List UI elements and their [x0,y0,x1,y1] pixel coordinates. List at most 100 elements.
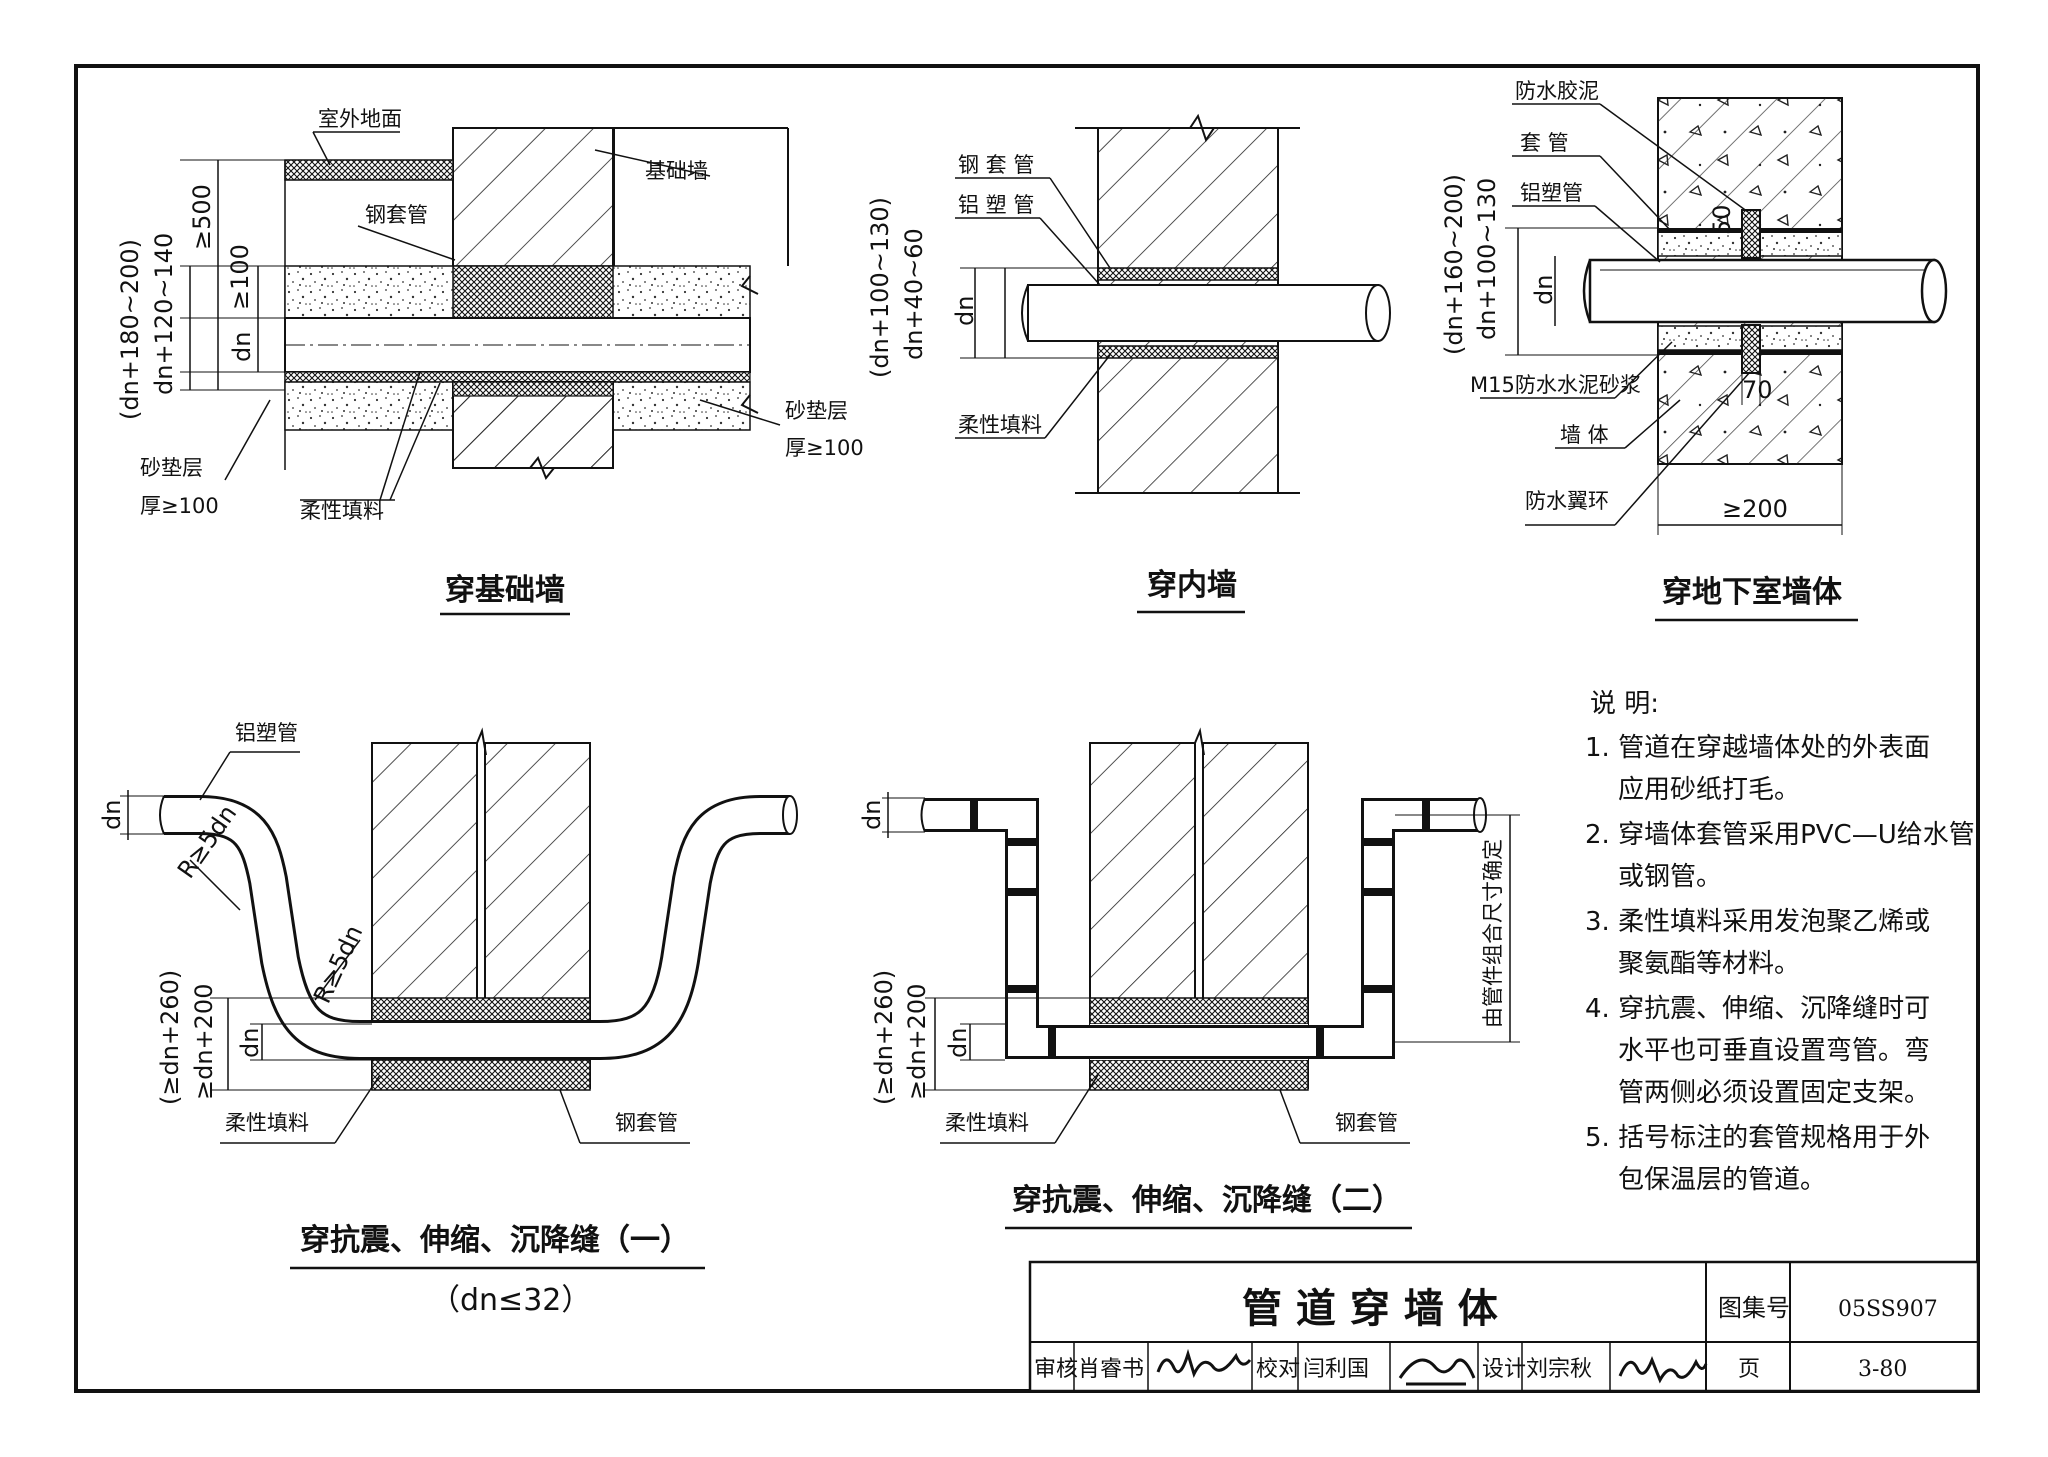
fitting-joint [1316,1028,1324,1056]
fitting-joint [1008,985,1036,993]
dim-50: 50 [1708,204,1736,235]
note-line: 水平也可垂直设置弯管。弯 [1585,1036,1930,1066]
waterproof-ring-top [1741,209,1761,259]
note-line: 3. 柔性填料采用发泡聚乙烯或 [1585,907,1930,937]
checker-name: 闫利国 [1303,1357,1369,1382]
break-line [529,456,555,480]
dim-dn: dn [944,1028,972,1058]
drawing-title: 管 道 穿 墙 体 [1242,1286,1498,1332]
label-sleeve: 套 管 [1520,131,1569,155]
notes-block: 说 明: 1. 管道在穿越墙体处的外表面 应用砂纸打毛。 2. 穿墙体套管采用P… [1585,689,1975,1195]
check-label: 校对 [1256,1357,1300,1382]
sleeve-top [371,997,591,1025]
leader [357,225,456,261]
dim-outer: (dn+100~130) [866,197,894,378]
dim-ge100: ≥100 [226,244,254,310]
label-thickness-left: 厚≥100 [140,494,219,518]
break-line [476,727,487,756]
label-waterproof-mastic: 防水胶泥 [1515,79,1599,103]
waterproof-ring-bottom [1741,324,1761,374]
reviewer-signature [1156,1348,1252,1379]
leader [314,939,361,1001]
leader [1624,399,1681,449]
dim-inner: ≥dn+200 [903,984,931,1100]
label-flexible-filler: 柔性填料 [945,1111,1029,1135]
dim-dn: dn [951,296,979,326]
dim-inner: dn+100~130 [1473,178,1501,340]
pipe-end-left [159,795,165,835]
label-fitting-note: 由管件组合尺寸确定 [1481,839,1505,1028]
dim-inner: dn+40~60 [900,228,928,360]
view-interior-wall: (dn+100~130) dn+40~60 dn 钢 套 管 铝 塑 管 柔性填… [866,113,1391,614]
fitting-joint [1008,888,1036,896]
leader [199,751,231,801]
note-line: 1. 管道在穿越墙体处的外表面 [1585,733,1930,763]
label-wall: 墙 体 [1560,423,1609,447]
dim-dn-top: dn [858,800,886,830]
dim-dn: dn [228,332,256,362]
label-al-plastic-pipe: 铝 塑 管 [958,193,1034,217]
label-outdoor-ground: 室外地面 [318,107,402,131]
label-waterproof-ring: 防水翼环 [1525,489,1609,513]
leader [224,399,271,481]
bent-pipe-inner [164,798,790,1057]
label-foundation-wall: 基础墙 [645,159,708,183]
view-foundation-wall: ≥500 ≥100 dn (dn+180~200) dn+120~140 室外地… [116,107,864,616]
leader [334,1074,381,1144]
leader [1049,177,1111,269]
label-steel-sleeve: 钢套管 [615,1111,678,1135]
leader [699,399,781,426]
label-m15-mortar: M15防水水泥砂浆 [1470,373,1641,397]
label-sand-bed-right: 砂垫层 [785,399,848,423]
pipe-end [1920,258,1948,324]
sleeve-top [1089,997,1309,1025]
pipe-end-left [920,797,926,833]
atlas-number: 05SS907 [1838,1297,1938,1322]
dim-70: 70 [1742,376,1773,404]
title-block: 管 道 穿 墙 体 图集号 05SS907 审核 肖睿书 校对 闫利国 设计 刘… [1028,1260,1980,1393]
dim-outer: (≥dn+260) [156,970,184,1105]
notes-heading: 说 明: [1590,689,1659,719]
leader [1039,217,1101,286]
page-label: 页 [1738,1357,1760,1382]
dim-inner: dn+120~140 [150,233,178,395]
fitting-joint [1364,888,1392,896]
sleeve-bottom [371,1059,591,1091]
fitting-joint [1364,985,1392,993]
leader [1599,103,1749,213]
break-line [1075,113,1300,143]
checker-signature [1398,1358,1476,1386]
pipe-end-left [1021,284,1029,342]
note-line: 聚氨酯等材料。 [1585,949,1800,979]
view-basement-wall: (dn+160~200) dn+100~130 dn 50 70 ≥200 防水… [1440,79,1948,622]
sheet-border [74,64,1980,1393]
dim-ge500: ≥500 [188,184,216,250]
label-flexible-filler: 柔性填料 [958,413,1042,437]
label-al-plastic-pipe: 铝塑管 [235,721,298,745]
fitting-joint [1008,838,1036,846]
designer-signature [1618,1355,1708,1384]
outdoor-soil [284,159,454,181]
fitting-joint [970,801,978,829]
label-flexible-filler: 柔性填料 [300,499,384,523]
view-title-interior-wall: 穿内墙 [1147,568,1237,603]
label-steel-sleeve: 钢套管 [1335,1111,1398,1135]
leader [1044,354,1111,439]
view-subtitle-seismic-joint-1: （dn≤32） [430,1283,591,1318]
note-line: 管两侧必须设置固定支架。 [1585,1078,1930,1108]
view-seismic-joint-2: dn 由管件组合尺寸确定 (≥dn+260) ≥dn+200 dn 柔性填料 钢… [858,727,1520,1230]
leader [559,1089,581,1144]
dim-ge200: ≥200 [1722,495,1788,523]
design-label: 设计 [1482,1357,1526,1382]
pipe-end-left [1582,259,1592,323]
designer-name: 刘宗秋 [1526,1357,1592,1382]
sleeve-bottom [1089,1059,1309,1091]
view-title-seismic-joint-1: 穿抗震、伸缩、沉降缝（一） [300,1223,690,1258]
note-line: 4. 穿抗震、伸缩、沉降缝时可 [1585,994,1930,1024]
sleeve-lower-in-wall [452,381,614,397]
label-al-plastic-pipe: 铝塑管 [1520,181,1583,205]
steel-sleeve-upper [452,265,614,319]
view-title-foundation-wall: 穿基础墙 [445,573,565,608]
steel-sleeve-lower [284,371,751,383]
